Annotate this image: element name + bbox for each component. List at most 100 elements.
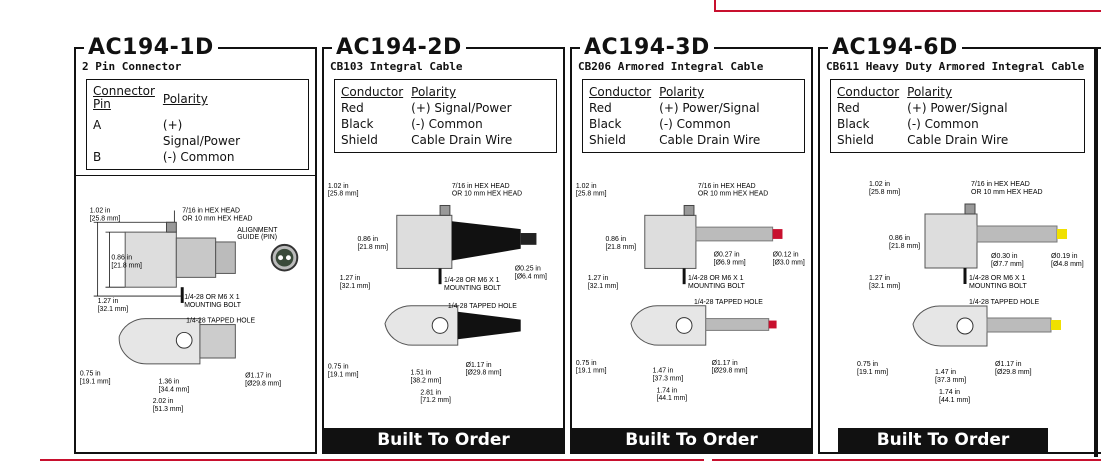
svg-text:[51.3 mm]: [51.3 mm] [153,406,184,413]
card-title: AC194-1D [84,35,218,61]
dimension-drawing: 1.02 in [25.8 mm] 7/16 in HEX HEAD OR 10… [857,181,1084,404]
svg-text:[Ø3.0 mm]: [Ø3.0 mm] [773,259,805,266]
table-row: Signal/Power [162,134,241,148]
svg-text:0.86 in: 0.86 in [111,255,132,262]
built-to-order-banner: Built To Order [572,428,811,452]
svg-text:1/4-28 TAPPED HOLE: 1/4-28 TAPPED HOLE [448,303,517,310]
svg-text:1.27 in: 1.27 in [588,275,609,282]
svg-text:OR 10 mm HEX HEAD: OR 10 mm HEX HEAD [452,191,522,198]
svg-text:[Ø6.9 mm]: [Ø6.9 mm] [714,259,746,266]
dimension-drawing: 1.02 in [25.8 mm] 7/16 in HEX HEAD OR 10… [80,207,299,413]
dimension-drawing: 1.02 in [25.8 mm] 7/16 in HEX HEAD OR 10… [576,183,805,402]
svg-text:1/4-28 OR M6 X 1: 1/4-28 OR M6 X 1 [184,294,240,301]
svg-text:[21.8 mm]: [21.8 mm] [357,244,388,251]
svg-text:Ø0.27 in: Ø0.27 in [714,252,740,259]
svg-text:1.02 in: 1.02 in [869,181,890,188]
svg-text:1/4-28 TAPPED HOLE: 1/4-28 TAPPED HOLE [186,318,255,325]
svg-text:[37.3 mm]: [37.3 mm] [935,377,966,384]
svg-text:[71.2 mm]: [71.2 mm] [420,397,451,404]
table-row: Black(-) Common [341,117,483,131]
svg-text:0.86 in: 0.86 in [605,236,626,243]
svg-text:1.27 in: 1.27 in [340,275,361,282]
product-card-ac194-3d: AC194-3D CB206 Armored Integral Cable Co… [570,35,813,454]
top-accent-line [714,0,1101,12]
svg-text:[44.1 mm]: [44.1 mm] [657,395,688,402]
svg-text:GUIDE (PIN): GUIDE (PIN) [237,234,277,241]
svg-text:1.74 in: 1.74 in [939,389,960,396]
svg-text:1.51 in: 1.51 in [411,370,432,377]
svg-text:7/16 in HEX HEAD: 7/16 in HEX HEAD [971,181,1030,188]
svg-text:Ø0.12 in: Ø0.12 in [773,252,799,259]
svg-text:ALIGNMENT: ALIGNMENT [237,227,278,234]
svg-text:Ø0.19 in: Ø0.19 in [1051,253,1078,260]
svg-text:[Ø29.8 mm]: [Ø29.8 mm] [466,370,502,377]
svg-text:[44.1 mm]: [44.1 mm] [939,397,970,404]
svg-text:MOUNTING BOLT: MOUNTING BOLT [688,283,746,290]
svg-text:0.75 in: 0.75 in [857,361,878,368]
svg-text:[19.1 mm]: [19.1 mm] [328,372,359,379]
svg-text:[21.8 mm]: [21.8 mm] [605,244,636,251]
svg-text:MOUNTING BOLT: MOUNTING BOLT [184,302,242,309]
svg-text:7/16 in HEX HEAD: 7/16 in HEX HEAD [452,183,510,190]
svg-text:1.74 in: 1.74 in [657,387,678,394]
svg-text:MOUNTING BOLT: MOUNTING BOLT [969,283,1028,290]
svg-text:[34.4 mm]: [34.4 mm] [159,386,190,393]
table-row: Red(+) Signal/Power [341,101,512,115]
svg-text:1.47 in: 1.47 in [653,368,674,375]
svg-text:[Ø29.8 mm]: [Ø29.8 mm] [245,381,281,388]
card-title: AC194-6D [828,35,962,61]
table-row: Red(+) Power/Signal [589,101,760,115]
bottom-accent-line-right [712,459,1101,461]
svg-text:1.02 in: 1.02 in [576,183,597,190]
card-subtitle: CB206 Armored Integral Cable [578,60,764,73]
svg-text:7/16 in HEX HEAD: 7/16 in HEX HEAD [698,183,756,190]
table-row: Black(-) Common [837,117,979,131]
svg-text:1.36 in: 1.36 in [159,379,180,386]
svg-text:1/4-28 OR M6 X 1: 1/4-28 OR M6 X 1 [969,275,1026,282]
svg-text:[21.8 mm]: [21.8 mm] [889,243,920,250]
card-subtitle: CB611 Heavy Duty Armored Integral Cable [826,60,1085,73]
svg-text:OR 10 mm HEX HEAD: OR 10 mm HEX HEAD [698,191,768,198]
dimension-drawing: 1.02 in [25.8 mm] 7/16 in HEX HEAD OR 10… [328,183,547,404]
svg-text:2.81 in: 2.81 in [420,389,441,396]
svg-text:[19.1 mm]: [19.1 mm] [576,368,607,375]
table-header-polarity: Polarity [162,92,208,106]
svg-text:Ø1.17 in: Ø1.17 in [466,362,492,369]
svg-text:[32.1 mm]: [32.1 mm] [869,283,900,290]
svg-text:[32.1 mm]: [32.1 mm] [340,283,371,290]
svg-text:1.02 in: 1.02 in [90,207,111,214]
svg-text:[21.8 mm]: [21.8 mm] [111,263,142,270]
table-row: Black(-) Common [589,117,731,131]
card-subtitle: CB103 Integral Cable [330,60,463,73]
svg-text:Ø1.17 in: Ø1.17 in [712,360,738,367]
table-row: A(+) [93,118,183,132]
svg-text:[Ø29.8 mm]: [Ø29.8 mm] [712,368,748,375]
svg-text:[25.8 mm]: [25.8 mm] [869,189,900,196]
svg-text:MOUNTING BOLT: MOUNTING BOLT [444,285,502,292]
svg-text:0.86 in: 0.86 in [889,235,910,242]
svg-text:[25.8 mm]: [25.8 mm] [90,215,121,222]
table-row: Red(+) Power/Signal [837,101,1008,115]
svg-text:1/4-28 OR M6 X 1: 1/4-28 OR M6 X 1 [444,277,500,284]
svg-text:0.75 in: 0.75 in [576,360,597,367]
partial-card-edge [1094,47,1098,457]
svg-text:1/4-28 TAPPED HOLE: 1/4-28 TAPPED HOLE [694,299,763,306]
built-to-order-banner: Built To Order [324,428,563,452]
svg-text:Ø0.25 in: Ø0.25 in [515,265,541,272]
svg-text:[32.1 mm]: [32.1 mm] [98,306,129,313]
svg-text:Ø1.17 in: Ø1.17 in [245,373,271,380]
svg-text:1.02 in: 1.02 in [328,183,349,190]
svg-text:OR 10 mm HEX HEAD: OR 10 mm HEX HEAD [182,215,252,222]
bottom-accent-line [40,459,704,461]
svg-text:[Ø4.8 mm]: [Ø4.8 mm] [1051,261,1084,268]
svg-text:2.02 in: 2.02 in [153,398,174,405]
svg-text:1.47 in: 1.47 in [935,369,956,376]
svg-text:[Ø7.7 mm]: [Ø7.7 mm] [991,261,1024,268]
built-to-order-banner: Built To Order [838,428,1048,452]
